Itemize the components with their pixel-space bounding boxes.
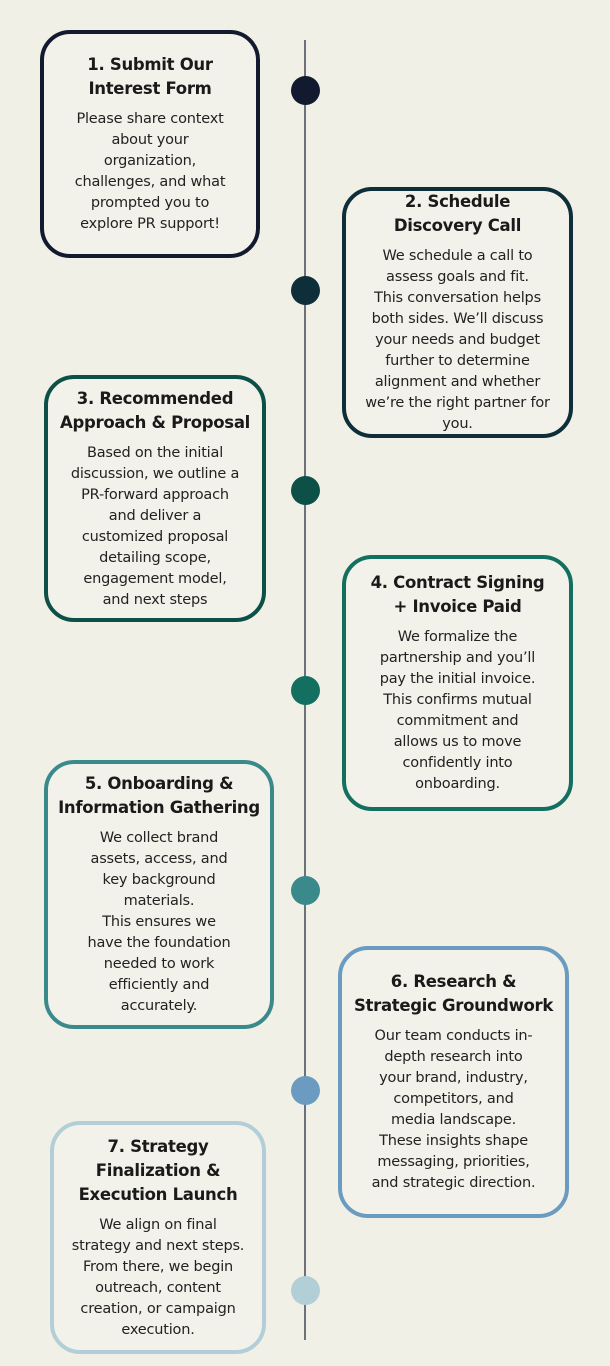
timeline-dot-2 xyxy=(291,276,320,305)
step-title: 6. Research & Strategic Groundwork xyxy=(353,972,554,1015)
step-description: We collect brand assets, access, and key… xyxy=(87,830,231,1014)
timeline-dot-4 xyxy=(291,676,320,705)
step-card-4: 4. Contract Signing + Invoice Paid We fo… xyxy=(342,555,573,811)
step-title: 5. Onboarding & Information Gathering xyxy=(58,774,260,817)
step-description: We schedule a call to assess goals and f… xyxy=(365,248,550,432)
step-title: 4. Contract Signing + Invoice Paid xyxy=(370,573,545,616)
step-description: We align on final strategy and next step… xyxy=(71,1216,245,1338)
timeline-dot-6 xyxy=(291,1076,320,1105)
step-card-6: 6. Research & Strategic Groundwork Our t… xyxy=(338,946,569,1218)
timeline-dot-1 xyxy=(291,76,320,105)
step-card-3: 3. Recommended Approach & Proposal Based… xyxy=(44,375,266,622)
timeline-dot-7 xyxy=(291,1276,320,1305)
step-description: Based on the initial discussion, we outl… xyxy=(70,444,240,608)
step-description: We formalize the partnership and you’ll … xyxy=(379,629,536,792)
step-title: 3. Recommended Approach & Proposal xyxy=(59,388,251,432)
step-description: Our team conducts in- depth research int… xyxy=(371,1028,536,1191)
step-title: 1. Submit Our Interest Form xyxy=(87,55,213,98)
step-card-7: 7. Strategy Finalization & Execution Lau… xyxy=(50,1121,266,1354)
timeline-dot-5 xyxy=(291,876,320,905)
step-card-2: 2. Schedule Discovery Call We schedule a… xyxy=(342,187,573,438)
step-description: Please share context about your organiza… xyxy=(74,111,226,232)
step-title: 2. Schedule Discovery Call xyxy=(393,192,522,235)
timeline-dot-3 xyxy=(291,476,320,505)
step-title: 7. Strategy Finalization & Execution Lau… xyxy=(78,1136,238,1204)
step-card-5: 5. Onboarding & Information Gathering We… xyxy=(44,760,274,1029)
step-card-1: 1. Submit Our Interest Form Please share… xyxy=(40,30,260,258)
